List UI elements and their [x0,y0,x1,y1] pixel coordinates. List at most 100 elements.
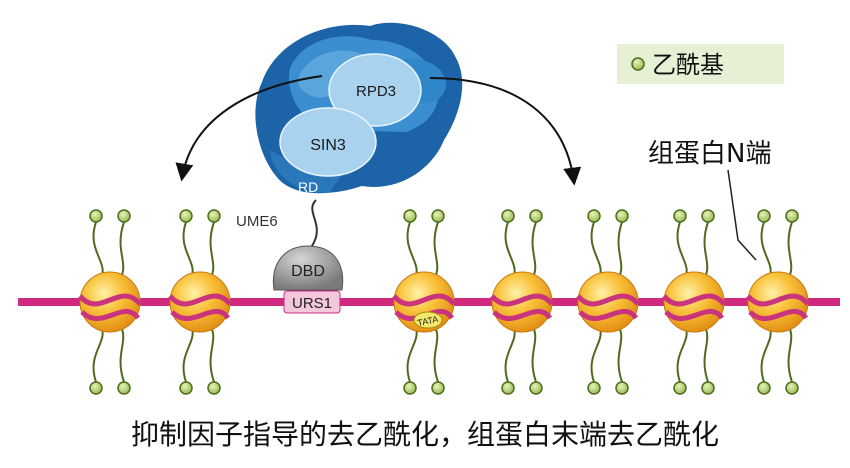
nucleosome [576,209,640,395]
histone-tail [118,221,125,281]
dna-wrap [78,293,142,307]
acetyl-group-icon [117,209,131,223]
histone-tail [590,221,602,281]
urs1-label: URS1 [292,295,332,312]
histone-tail [182,323,194,383]
sin3-label: SIN3 [310,137,346,154]
acetyl-group-icon [501,209,515,223]
histone-tail [616,323,623,383]
acetyl-group-icon [673,209,687,223]
histone-tail [504,323,516,383]
dbd-label: DBD [291,263,325,280]
acetyl-legend-icon [631,57,645,71]
nucleosome: TATA [392,209,456,395]
histone-tail [406,221,418,281]
dna-wrap [576,293,640,307]
legend-label: 乙酰基 [652,51,724,79]
histone-tail [432,323,439,383]
tata-label: TATA [416,314,439,328]
acetyl-group-icon [615,209,629,223]
histone-tail [208,323,215,383]
nucleosome-row: TATA [78,209,810,395]
nucleosome [168,209,232,395]
histone-tail [182,221,194,281]
acetyl-group-icon [89,381,103,395]
histone-tail [432,221,439,281]
acetyl-group-icon [207,381,221,395]
annotation-pointer [727,169,757,261]
acetyl-group-icon [757,381,771,395]
acetyl-group-icon [785,209,799,223]
dna-wrap [490,293,554,307]
acetyl-group-icon [785,381,799,395]
acetyl-group-icon [431,209,445,223]
dna-wrap [168,293,232,307]
histone-tail [590,323,602,383]
dbd-domain: DBD [272,245,344,291]
deacetylation-arrow-right [429,77,582,186]
histone-tail [760,323,772,383]
acetyl-group-icon [529,381,543,395]
histone-tail [786,221,793,281]
dna-wrap [746,293,810,307]
histone-tail-annotation: 组蛋白N端 [648,139,771,169]
sin3-subunit [279,107,377,177]
acetyl-group-icon [117,381,131,395]
acetyl-group-icon [89,209,103,223]
legend: 乙酰基 [617,44,784,84]
histone-tail [504,221,516,281]
nucleosome [78,209,142,395]
acetyl-group-icon [587,381,601,395]
histone-tail [702,221,709,281]
histone-tail [760,221,772,281]
dna-wrap [80,309,141,321]
acetyl-group-icon [431,381,445,395]
nucleosome [490,209,554,395]
repressor-complex: RPD3 SIN3 RD [255,22,463,195]
acetyl-group-icon [179,381,193,395]
acetyl-group-icon [403,209,417,223]
histone-tail [702,323,709,383]
acetyl-group-icon [701,381,715,395]
histone-tail [786,323,793,383]
acetyl-group-icon [207,209,221,223]
acetyl-group-icon [529,209,543,223]
dna-wrap [492,309,553,321]
histone-tail [616,221,623,281]
ume6-label: UME6 [236,213,278,230]
rd-label: RD [298,179,318,195]
acetyl-group-icon [403,381,417,395]
dna-wrap [662,293,726,307]
rpd3-subunit [328,53,422,127]
histone-tail [92,323,104,383]
rpd3-label: RPD3 [356,83,396,100]
acetyl-group-icon [757,209,771,223]
tata-box [413,311,443,329]
histone-tail [676,221,688,281]
histone-tail [530,323,537,383]
acetyl-group-icon [701,209,715,223]
caption: 抑制因子指导的去乙酰化，组蛋白末端去乙酰化 [131,418,719,451]
acetyl-group-icon [615,381,629,395]
nucleosome [662,209,726,395]
dna-wrap [170,309,231,321]
histone-tail [530,221,537,281]
acetyl-group-icon [501,381,515,395]
dna-wrap [392,293,456,307]
histone-tail [92,221,104,281]
deacetylation-arrow-left [175,75,323,182]
dna-wrap [578,309,639,321]
ume6-linker [311,199,318,247]
histone-tail [208,221,215,281]
acetyl-group-icon [673,381,687,395]
nucleosome [746,209,810,395]
urs1-site: URS1 [283,290,341,314]
histone-tail [118,323,125,383]
dna-wrap [664,309,725,321]
acetyl-group-icon [179,209,193,223]
histone-tail [406,323,418,383]
histone-tail [676,323,688,383]
dna-wrap [748,309,809,321]
